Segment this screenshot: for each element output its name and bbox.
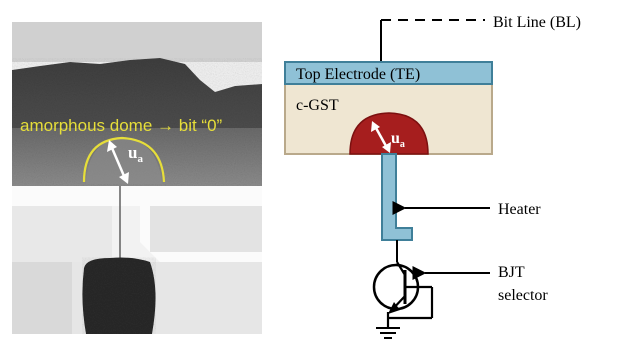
amorphous-region	[86, 138, 162, 184]
bjt-symbol	[372, 261, 434, 328]
cgst-label: c-GST	[296, 97, 339, 114]
pcm-schematic: Bit Line (BL) c-GST Top Electrode (TE) u…	[284, 14, 581, 339]
bottom-left-block	[12, 262, 72, 334]
top-electrode-label: Top Electrode (TE)	[296, 66, 420, 83]
bjt-label-line1: BJT	[498, 264, 525, 281]
ground-icon	[376, 327, 400, 339]
bottom-plug	[82, 257, 156, 334]
dielectric-right	[150, 206, 262, 252]
top-electrode	[284, 61, 493, 85]
heater-label: Heater	[498, 201, 541, 218]
dielectric-layer	[12, 186, 262, 262]
ua-label-micrograph: ua	[128, 143, 143, 165]
tem-micrograph: amorphous dome → bit “0” ua	[12, 22, 262, 334]
dome-outline	[82, 136, 166, 183]
upper-layer	[12, 22, 262, 62]
ua-arrow-schematic	[371, 121, 391, 153]
heater	[381, 153, 413, 241]
ua-label-schematic: ua	[391, 130, 405, 150]
bitline-label: Bit Line (BL)	[493, 14, 581, 31]
micrograph-annotation: amorphous dome → bit “0”	[20, 116, 223, 135]
bjt-label-line2: selector	[498, 287, 548, 304]
ua-arrow-micrograph	[107, 140, 129, 184]
amorphous-dome	[349, 112, 429, 155]
dielectric-left	[12, 206, 112, 262]
